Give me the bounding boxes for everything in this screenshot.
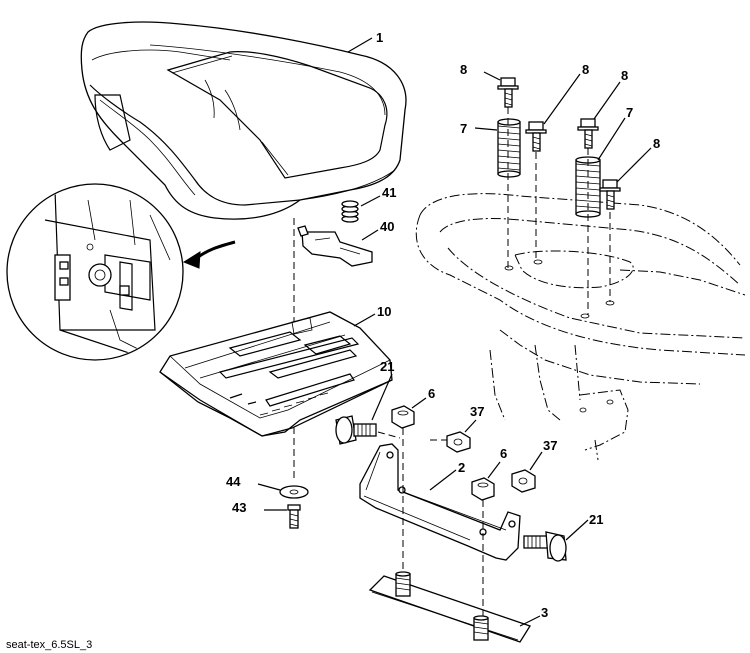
callout-6a: 6 [428, 386, 435, 401]
callout-37b: 37 [543, 438, 557, 453]
callout-1: 1 [376, 30, 383, 45]
callout-21a: 21 [380, 359, 394, 374]
detail-inset [6, 183, 184, 361]
callout-8a: 8 [460, 62, 467, 77]
bolt-b-part [525, 121, 547, 152]
callout-8c: 8 [621, 68, 628, 83]
callout-40: 40 [380, 219, 394, 234]
callout-8d: 8 [653, 136, 660, 151]
callout-8b: 8 [582, 62, 589, 77]
stud-right [473, 615, 489, 641]
callout-10: 10 [377, 304, 391, 319]
seat-part [80, 21, 407, 220]
latch-part [297, 225, 373, 267]
reference-code: seat-tex_6.5SL_3 [6, 639, 92, 651]
stud-left [395, 571, 411, 597]
screw-part [287, 504, 301, 529]
bracket-part [359, 443, 521, 561]
small-spring-part [341, 200, 359, 223]
callout-41: 41 [382, 185, 396, 200]
knob-right-part [523, 531, 567, 562]
locknut-left-part [446, 431, 471, 453]
callout-37a: 37 [470, 404, 484, 419]
washer-part [279, 485, 309, 499]
callout-21b: 21 [589, 512, 603, 527]
bolt-a-part [497, 77, 519, 108]
callout-2: 2 [458, 460, 465, 475]
bolt-d-part [599, 179, 621, 210]
nut-left-part [391, 405, 415, 429]
nut-right-part [471, 477, 495, 501]
callout-6b: 6 [500, 446, 507, 461]
callout-7a: 7 [460, 121, 467, 136]
bolt-c-part [577, 118, 599, 149]
callout-43: 43 [232, 500, 246, 515]
tractor-frame-outline [415, 193, 746, 461]
locknut-right-part [511, 469, 536, 493]
callout-3: 3 [541, 605, 548, 620]
callout-7b: 7 [626, 105, 633, 120]
knob-left-part [335, 415, 377, 445]
callout-44: 44 [226, 474, 241, 489]
spring-left-part [497, 118, 521, 178]
seat-pan-part [159, 311, 393, 437]
base-plate-part [368, 571, 531, 643]
